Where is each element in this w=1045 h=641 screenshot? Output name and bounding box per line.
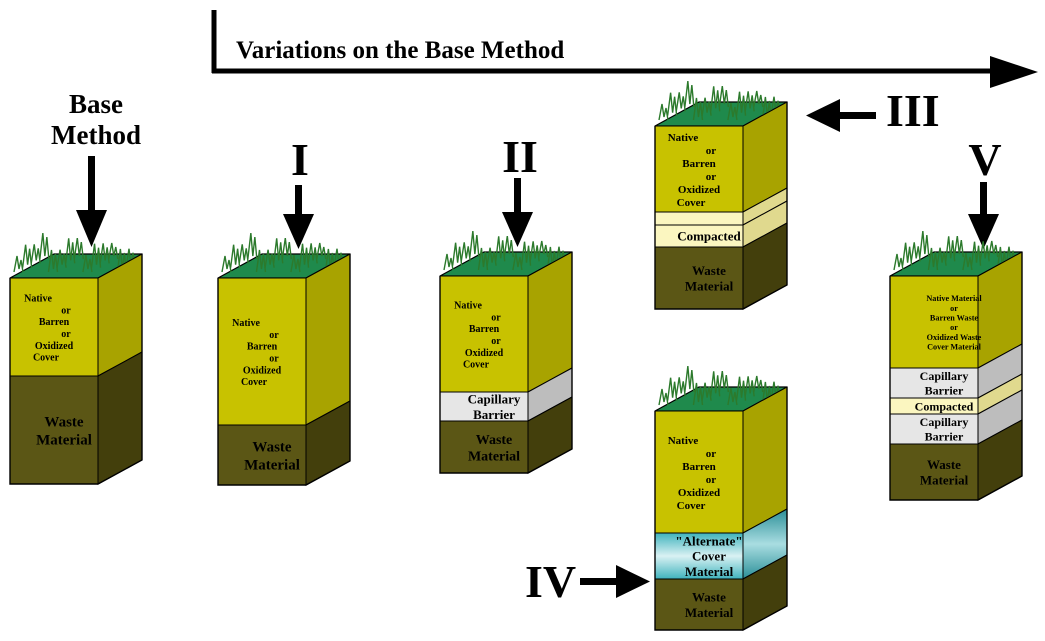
layer-label: Barren [39,317,70,328]
layer-label: Cover [463,360,490,371]
layer-label: or [491,336,501,347]
layer-label: Oxidized [243,365,282,376]
layer-label: Native [668,132,699,144]
layer-label: Oxidized Waste [927,333,982,342]
layer-label: Oxidized [465,348,504,359]
base-method-label-line2: Method [51,120,141,150]
layer-label: Cover [241,377,268,388]
layer-label: Oxidized [678,184,720,196]
layer-label: Material [36,432,92,448]
layer-label: or [269,354,279,365]
layer-label: Capillary [920,415,969,429]
layer-label: Waste [692,590,726,605]
down-arrow-i [283,185,314,249]
layer-label: Waste [476,433,513,448]
layer-label: Material [685,605,734,620]
base-method-label-line1: Base [69,89,123,119]
layer-label: Native [24,294,52,305]
layer-label: Barren [247,342,278,353]
layer-label: Material [920,472,969,487]
down-arrow-base [76,156,107,247]
layer-label: Waste [252,440,292,456]
header-arrow [211,10,1038,88]
layer-label: or [706,171,717,183]
block-iii: NativeorBarrenorOxidizedCoverCompactedWa… [654,80,788,310]
layer-label: Material [685,278,734,293]
layer-label: Native Material [926,294,982,303]
marker-i: I [291,134,309,185]
marker-v: V [968,134,1001,185]
layer-label: Capillary [468,392,521,407]
layer-label: or [950,323,958,332]
layer-label: Native [454,301,482,312]
layer-label: Cover [677,197,706,209]
layer-label: Cover [677,500,706,512]
layer-label: Material [685,564,734,579]
layer-label: Barren [682,461,715,473]
layer-label: or [706,474,717,486]
layer-label: "Alternate" [675,533,742,548]
layer-label: Compacted [677,229,741,244]
layer-label: Barrier [925,383,964,397]
down-arrow-ii [502,178,533,247]
block-ii: NativeorBarrenorOxidizedCoverCapillaryBa… [439,230,573,474]
layer-label: Waste [44,415,84,431]
layer-label: Material [468,449,520,464]
layer-label: Oxidized [678,487,720,499]
block-iv: NativeorBarrenorOxidizedCover"Alternate"… [654,365,788,631]
down-arrow-v [968,182,999,249]
left-arrow-iii [806,99,876,132]
layer-label: Barren [682,158,715,170]
layer-label: Compacted [915,399,974,413]
layer-label: Native [232,318,260,329]
layer-label: Cover [33,353,60,364]
right-arrow-iv [580,565,650,598]
layer-label: or [706,448,717,460]
layer-label: Oxidized [35,341,74,352]
layer-label: Cover Material [927,343,981,352]
layer-label: Waste [692,263,726,278]
layer-label: Cover [692,549,726,564]
layer-label: Native [668,435,699,447]
grass-tufts [658,80,781,121]
layer-compacted: Compacted [889,373,1023,415]
layer-label: Barrier [473,407,515,422]
block-i: NativeorBarrenorOxidizedCoverWasteMateri… [217,232,351,486]
layer-label: Material [244,457,300,473]
layer-label: or [491,312,501,323]
marker-ii: II [502,131,538,182]
layer-label: or [61,305,71,316]
layer-label: Barrier [925,429,964,443]
layer-label: or [950,304,958,313]
layer-label: Capillary [920,369,969,383]
header-title: Variations on the Base Method [236,37,564,64]
layer-label: or [706,145,717,157]
marker-iii: III [886,85,940,136]
layer-label: Waste [927,457,961,472]
layer-label: Barren Waste [930,314,979,323]
marker-iv: IV [525,556,576,607]
grass-tufts [13,232,136,273]
layer-label: or [61,329,71,340]
grass-tufts [221,232,344,273]
layer-label: or [269,330,279,341]
layer-label: Barren [469,324,500,335]
layer-compacted: Compacted [654,200,788,248]
block-base: NativeorBarrenorOxidizedCoverWasteMateri… [9,232,143,485]
